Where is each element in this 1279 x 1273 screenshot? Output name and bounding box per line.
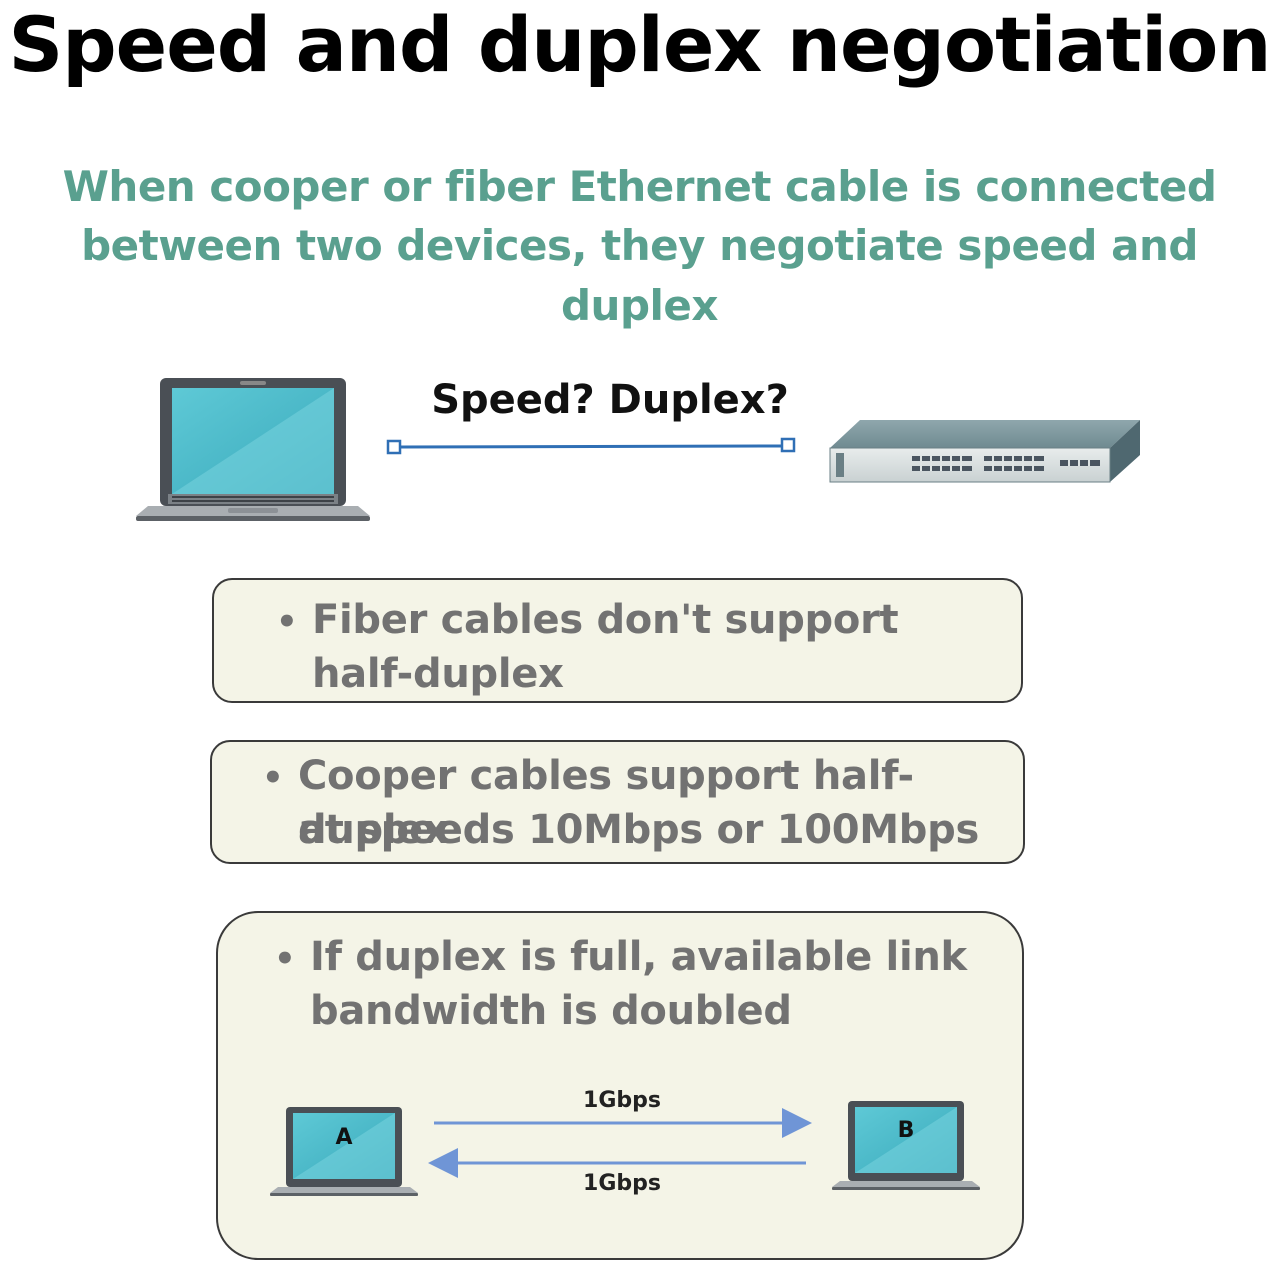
note-box-full-duplex: • If duplex is full, available link band…: [216, 911, 1024, 1260]
laptop-b-label: B: [897, 1118, 915, 1143]
laptop-b-icon: [832, 1101, 980, 1190]
note-text-line: half-duplex: [312, 651, 564, 697]
note-box-fiber: • Fiber cables don't support half-duplex: [212, 578, 1023, 703]
reverse-speed-label: 1Gbps: [583, 1171, 661, 1196]
note-text-line: Cooper cables support half-duplex: [298, 753, 914, 853]
note-text-line: bandwidth is doubled: [310, 988, 792, 1034]
laptop-a-icon: [270, 1107, 418, 1196]
note-box-copper: • Cooper cables support half-duplex at s…: [210, 740, 1025, 864]
link-cable: [386, 437, 796, 455]
note-text-line: at speeds 10Mbps or 100Mbps: [298, 807, 979, 853]
laptop-icon: [136, 378, 370, 521]
laptop-a-label: A: [335, 1125, 353, 1150]
forward-speed-label: 1Gbps: [583, 1088, 661, 1113]
bullet: •: [274, 939, 296, 979]
switch-icon: [829, 420, 1140, 483]
bullet: •: [276, 602, 298, 642]
subtitle-line-2: between two devices, they negotiate spee…: [81, 221, 1198, 330]
note-text-line: Fiber cables don't support: [312, 597, 899, 643]
bullet: •: [262, 758, 284, 798]
negotiation-label: Speed? Duplex?: [431, 377, 789, 423]
note-text-line: If duplex is full, available link: [310, 934, 967, 980]
page-title: Speed and duplex negotiation: [8, 0, 1272, 89]
subtitle-line-1: When cooper or fiber Ethernet cable is c…: [62, 162, 1217, 211]
